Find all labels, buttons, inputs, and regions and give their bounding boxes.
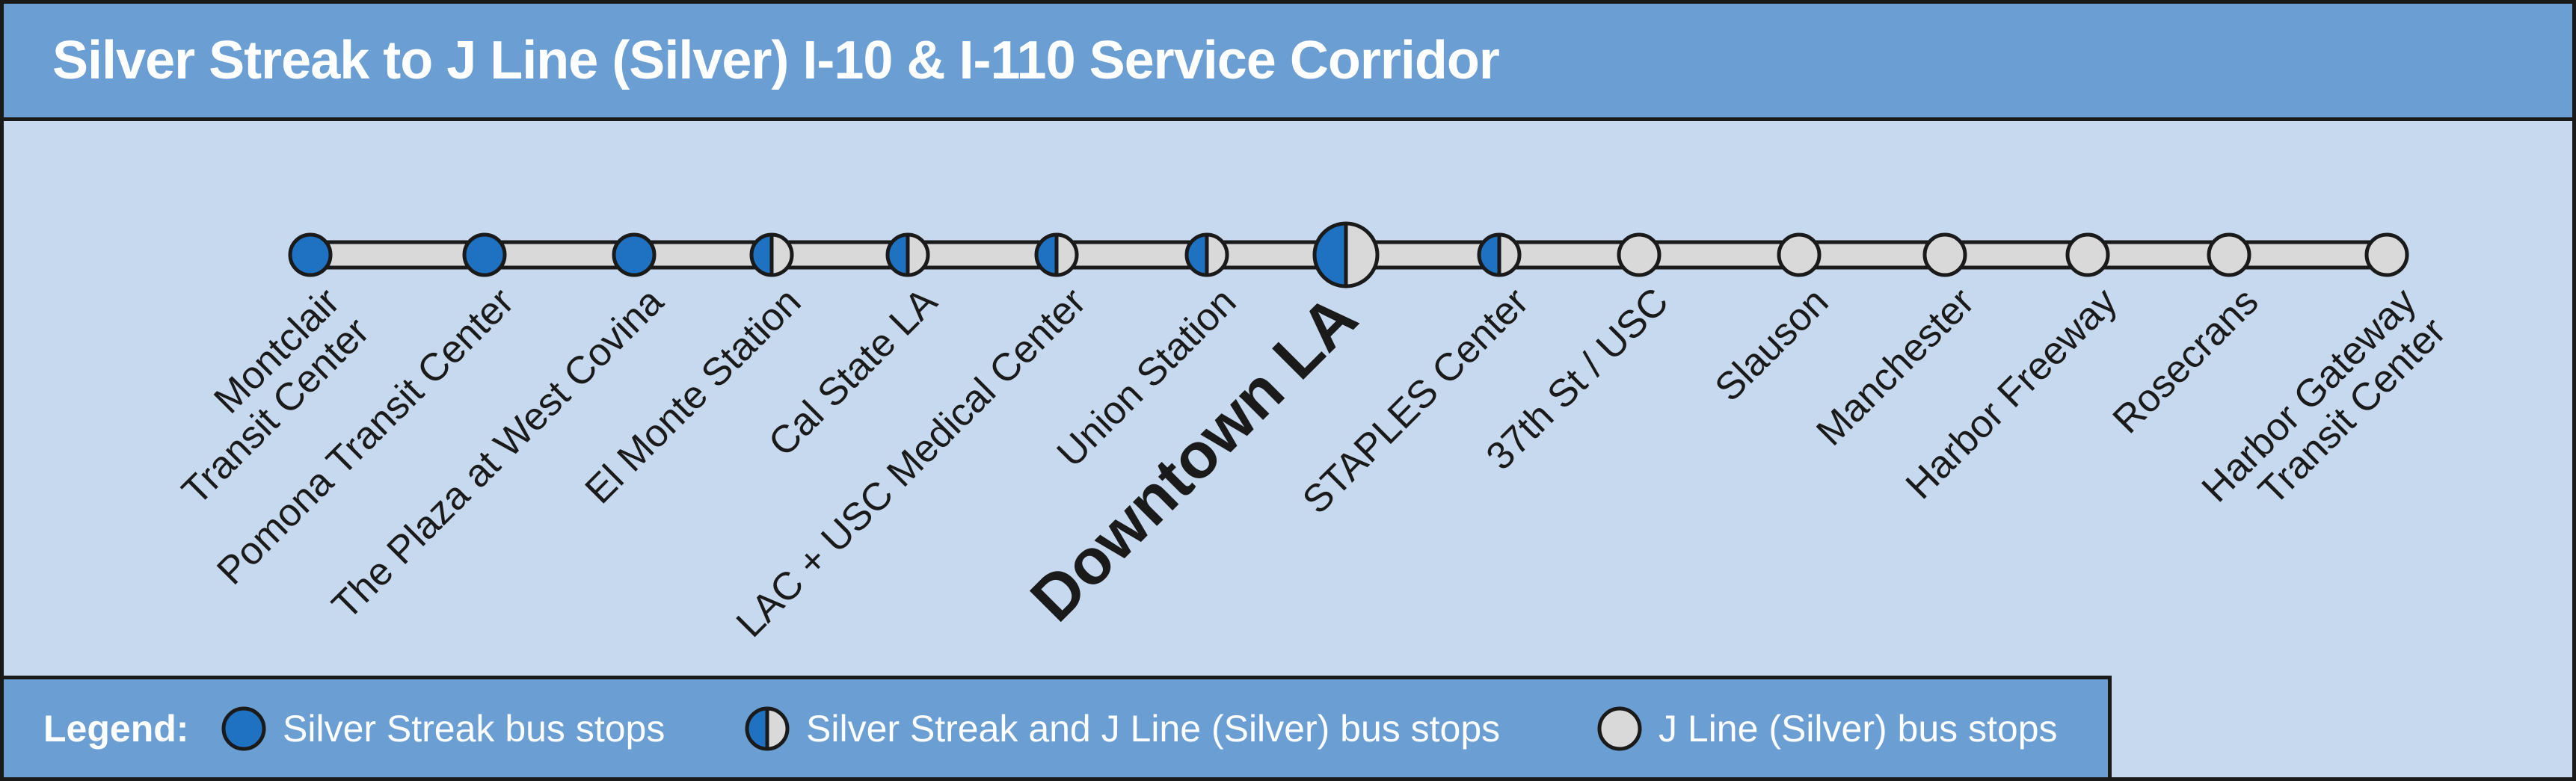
header-bar: Silver Streak to J Line (Silver) I-10 & … [3,3,2573,121]
stop-marker-lac-usc-medical-center [1034,232,1079,277]
stop-marker-rosecrans [2207,232,2251,277]
stop-marker-el-monte-station [749,232,794,277]
stop-marker-pomona-transit-center [462,232,507,277]
shared-stop-icon [745,706,790,751]
stop-label-line: Slauson [1707,280,1837,410]
legend-item-silver-streak: Silver Streak bus stops [220,679,665,778]
legend-item-j-line: J Line (Silver) bus stops [1596,679,2058,778]
legend-item-both: Silver Streak and J Line (Silver) bus st… [743,679,1500,778]
stop-marker-slauson [1777,232,1822,277]
stops [288,221,2409,288]
map-panel [3,121,2573,778]
silver-streak-stop-icon [221,706,266,751]
stop-marker-manchester [1922,232,1967,277]
stop-marker-harbor-gateway-transit-center [2364,232,2409,277]
legend-title-wrap: Legend: [43,679,188,778]
stop-marker-staples-center [1477,232,1522,277]
map-title: Silver Streak to J Line (Silver) I-10 & … [52,31,1500,90]
stop-marker-downtown-la [1312,221,1380,288]
stop-label-slauson: Slauson [1707,280,1837,410]
legend: Legend: Silver Streak bus stops Silver S… [3,676,2112,778]
stop-marker-union-station [1184,232,1229,277]
legend-label-j-line: J Line (Silver) bus stops [1659,708,2058,750]
stop-label-rosecrans: Rosecrans [2105,280,2267,442]
stop-marker-montclair-transit-center [288,232,333,277]
legend-label-both: Silver Streak and J Line (Silver) bus st… [806,708,1501,750]
stop-marker-37th-st-usc [1617,232,1662,277]
legend-label-silver-streak: Silver Streak bus stops [283,708,665,750]
stop-marker-cal-state-la [885,232,930,277]
j-line-stop-icon [1597,706,1642,751]
stop-label-line: Rosecrans [2105,280,2267,442]
stop-marker-the-plaza-at-west-covina [612,232,657,277]
stop-marker-harbor-freeway [2065,232,2110,277]
legend-title: Legend: [43,708,189,750]
